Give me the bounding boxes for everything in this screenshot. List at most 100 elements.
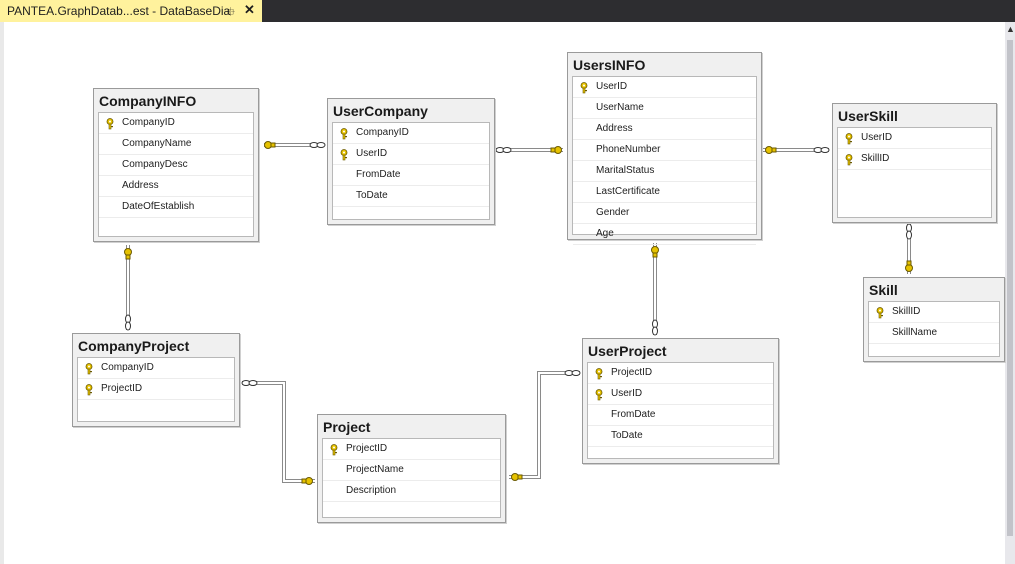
column-row[interactable]: CompanyName bbox=[99, 134, 253, 155]
column-row[interactable]: CompanyID bbox=[78, 358, 234, 379]
column-row[interactable]: UserName bbox=[573, 98, 756, 119]
column-row[interactable]: UserID bbox=[588, 384, 773, 405]
column-name: ToDate bbox=[611, 430, 643, 441]
column-name: ProjectID bbox=[346, 443, 388, 454]
column-row[interactable]: Age bbox=[573, 224, 756, 245]
column-name: LastCertificate bbox=[596, 186, 660, 197]
column-name: SkillID bbox=[861, 153, 890, 164]
scroll-up-icon[interactable]: ▲ bbox=[1006, 24, 1015, 34]
primary-key-icon bbox=[339, 148, 349, 161]
column-list: SkillID SkillName bbox=[868, 301, 1000, 357]
primary-key-icon bbox=[84, 362, 94, 375]
column-name: MaritalStatus bbox=[596, 165, 655, 176]
table-title: UsersINFO bbox=[573, 57, 646, 73]
column-row[interactable]: CompanyDesc bbox=[99, 155, 253, 176]
column-row[interactable]: FromDate bbox=[333, 165, 489, 186]
column-row[interactable]: ProjectID bbox=[78, 379, 234, 400]
column-row[interactable]: ToDate bbox=[333, 186, 489, 207]
primary-key-icon bbox=[339, 127, 349, 140]
column-row[interactable]: PhoneNumber bbox=[573, 140, 756, 161]
column-name: SkillID bbox=[892, 306, 921, 317]
column-name: CompanyID bbox=[101, 362, 154, 373]
column-name: CompanyID bbox=[356, 127, 409, 138]
table-companyproject[interactable]: CompanyProject CompanyID ProjectID bbox=[72, 333, 240, 427]
column-name: CompanyDesc bbox=[122, 159, 188, 170]
column-name: CompanyName bbox=[122, 138, 192, 149]
column-name: Gender bbox=[596, 207, 630, 218]
table-title: UserProject bbox=[588, 343, 667, 359]
rel-project-companyproject bbox=[242, 381, 315, 483]
column-row[interactable]: SkillName bbox=[869, 323, 999, 344]
column-row[interactable]: MaritalStatus bbox=[573, 161, 756, 182]
column-row[interactable]: UserID bbox=[573, 77, 756, 98]
column-row[interactable]: Address bbox=[99, 176, 253, 197]
column-row[interactable]: LastCertificate bbox=[573, 182, 756, 203]
rel-project-userproject bbox=[509, 371, 580, 479]
column-name: UserID bbox=[861, 132, 893, 143]
column-name: UserID bbox=[611, 388, 643, 399]
pin-icon[interactable]: ⯐ bbox=[226, 5, 236, 19]
column-name: DateOfEstablish bbox=[122, 201, 195, 212]
column-name: Age bbox=[596, 228, 614, 239]
primary-key-icon bbox=[594, 388, 604, 401]
column-name: Description bbox=[346, 485, 397, 496]
column-row[interactable]: UserID bbox=[333, 144, 489, 165]
column-name: ProjectID bbox=[611, 367, 653, 378]
table-title: Project bbox=[323, 419, 371, 435]
canvas-left-edge bbox=[0, 22, 4, 564]
relationship-many-ends bbox=[125, 142, 912, 386]
primary-key-icon bbox=[844, 153, 854, 166]
document-tab[interactable]: PANTEA.GraphDatab...est - DataBaseDia ⯐ … bbox=[0, 0, 262, 22]
primary-key-icon bbox=[105, 117, 115, 130]
column-row[interactable]: ToDate bbox=[588, 426, 773, 447]
table-title: CompanyProject bbox=[78, 338, 190, 354]
column-row[interactable]: CompanyID bbox=[333, 123, 489, 144]
column-row[interactable]: Description bbox=[323, 481, 500, 502]
scrollbar-thumb[interactable] bbox=[1007, 40, 1013, 536]
column-row[interactable]: Address bbox=[573, 119, 756, 140]
column-name: UserID bbox=[356, 148, 388, 159]
column-row[interactable]: UserID bbox=[838, 128, 991, 149]
column-name: FromDate bbox=[611, 409, 656, 420]
column-name: ToDate bbox=[356, 190, 388, 201]
column-name: ProjectID bbox=[101, 383, 143, 394]
column-name: Address bbox=[122, 180, 159, 191]
column-row[interactable]: SkillID bbox=[838, 149, 991, 170]
column-name: ProjectName bbox=[346, 464, 404, 475]
column-row[interactable]: SkillID bbox=[869, 302, 999, 323]
close-icon[interactable]: ✕ bbox=[244, 2, 255, 17]
column-name: UserID bbox=[596, 81, 628, 92]
primary-key-icon bbox=[579, 81, 589, 94]
column-row[interactable]: ProjectID bbox=[588, 363, 773, 384]
column-row[interactable]: CompanyID bbox=[99, 113, 253, 134]
column-row[interactable]: ProjectID bbox=[323, 439, 500, 460]
column-row[interactable]: ProjectName bbox=[323, 460, 500, 481]
column-row[interactable]: FromDate bbox=[588, 405, 773, 426]
primary-key-icon bbox=[594, 367, 604, 380]
document-tab-bar: PANTEA.GraphDatab...est - DataBaseDia ⯐ … bbox=[0, 0, 1015, 22]
primary-key-icon bbox=[875, 306, 885, 319]
tab-title: PANTEA.GraphDatab...est - DataBaseDia bbox=[7, 4, 231, 18]
column-row[interactable]: DateOfEstablish bbox=[99, 197, 253, 218]
primary-key-icon bbox=[329, 443, 339, 456]
column-name: FromDate bbox=[356, 169, 401, 180]
column-name: SkillName bbox=[892, 327, 938, 338]
column-name: Address bbox=[596, 123, 633, 134]
primary-key-icon bbox=[84, 383, 94, 396]
vertical-scrollbar[interactable]: ▲ bbox=[1005, 22, 1015, 564]
column-name: PhoneNumber bbox=[596, 144, 661, 155]
column-row[interactable]: Gender bbox=[573, 203, 756, 224]
